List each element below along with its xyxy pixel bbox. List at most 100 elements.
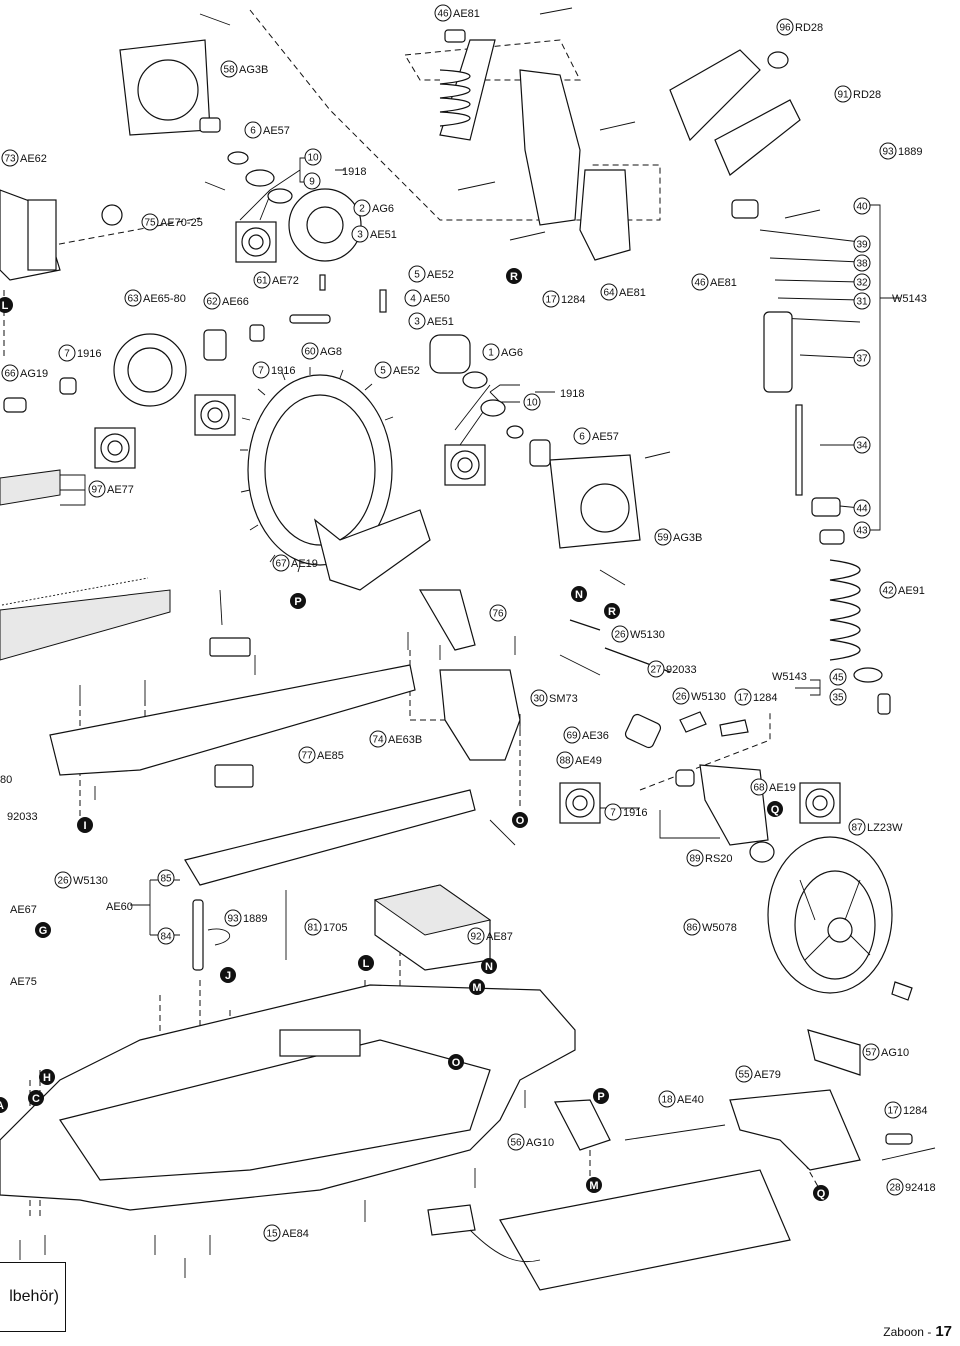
callout-number: 3: [357, 230, 363, 241]
callout-part-35: 35: [829, 688, 847, 706]
callout-number: 57: [865, 1048, 877, 1059]
callout-part-44: 44: [853, 499, 871, 517]
callout-number: 87: [851, 823, 863, 834]
callout-circle: [879, 142, 897, 160]
callout-circle: [686, 849, 704, 867]
callout-circle: [862, 1043, 880, 1061]
callout-circle: [834, 85, 852, 103]
callout-circle: [220, 60, 238, 78]
assembly-letter-n: N: [571, 586, 587, 602]
callout-number: 45: [832, 673, 844, 684]
callout-number: 17: [887, 1106, 899, 1117]
callout-circle: [853, 436, 871, 454]
callout-circle: [853, 235, 871, 253]
callout-circle: [408, 312, 426, 330]
callout-circle: [853, 273, 871, 291]
callout-code: AE84: [282, 1228, 309, 1240]
callout-circle: [647, 660, 665, 678]
callout-number: 61: [256, 276, 268, 287]
callout-circle: [683, 918, 701, 936]
callout-number: 43: [856, 526, 868, 537]
callout-code: AE87: [486, 931, 513, 943]
callout-number: 96: [779, 23, 791, 34]
callout-number: 75: [144, 218, 156, 229]
callout-code: LZ23W: [867, 822, 903, 834]
callout-circle: [691, 273, 709, 291]
callout-part-17: 17 1284: [734, 688, 777, 706]
letter-circle: [28, 1090, 44, 1106]
callout-code: 1284: [753, 692, 777, 704]
callout-circle: [654, 528, 672, 546]
callout-code: W5130: [691, 691, 726, 703]
callout-part-57: 57 AG10: [862, 1043, 909, 1061]
callout-code: AE19: [291, 558, 318, 570]
callout-circle: [374, 361, 392, 379]
callout-circle: [523, 393, 541, 411]
callout-code: AE70-25: [160, 217, 203, 229]
assembly-letter-c: C: [28, 1090, 44, 1106]
letter-circle: [571, 586, 587, 602]
callout-number: 55: [738, 1070, 750, 1081]
letter-text: N: [485, 961, 493, 973]
callout-circle: [853, 349, 871, 367]
letter-text: P: [294, 596, 301, 608]
callout-circle: [272, 554, 290, 572]
callout-code: W5130: [73, 875, 108, 887]
callout-circle: [369, 730, 387, 748]
callout-code: AG6: [501, 347, 523, 359]
callout-number: 86: [686, 923, 698, 934]
callout-code: AE51: [427, 316, 454, 328]
callout-number: 28: [889, 1183, 901, 1194]
callout-circle: [303, 172, 321, 190]
letter-text: P: [597, 1091, 604, 1103]
label-ae75-clipped: AE75: [10, 976, 37, 988]
letter-text: L: [2, 300, 9, 312]
callout-number: 91: [837, 90, 849, 101]
assembly-letter-r: R: [604, 603, 620, 619]
callout-circle: [611, 625, 629, 643]
callout-number: 7: [64, 349, 70, 360]
callout-code: 1916: [623, 807, 647, 819]
battery-pack: [427, 1169, 791, 1291]
letter-text: G: [39, 925, 48, 937]
callout-number: 17: [737, 693, 749, 704]
callout-circle: [157, 869, 175, 887]
callout-part-9: 9: [303, 172, 321, 190]
callout-code: AE52: [393, 365, 420, 377]
callout-circle: [253, 271, 271, 289]
callout-code: AG19: [20, 368, 48, 380]
callout-part-75: 75 AE70-25: [141, 213, 203, 231]
assembly-letter-l: L: [0, 297, 13, 313]
assembly-letter-p: P: [290, 593, 306, 609]
callout-code: AE79: [754, 1069, 781, 1081]
letter-circle: [220, 967, 236, 983]
callout-circle: [489, 604, 507, 622]
callout-code: 92033: [666, 664, 697, 676]
accessory-note-box: lbehör): [0, 1262, 66, 1332]
letter-circle: [813, 1185, 829, 1201]
callout-number: 81: [307, 923, 319, 934]
letter-text: J: [225, 970, 231, 982]
callout-part-55: 55 AE79: [735, 1065, 781, 1083]
callout-code: AG10: [881, 1047, 909, 1059]
callout-code: AE51: [370, 229, 397, 241]
label-ae60: AE60: [106, 901, 133, 913]
callout-number: 30: [533, 694, 545, 705]
